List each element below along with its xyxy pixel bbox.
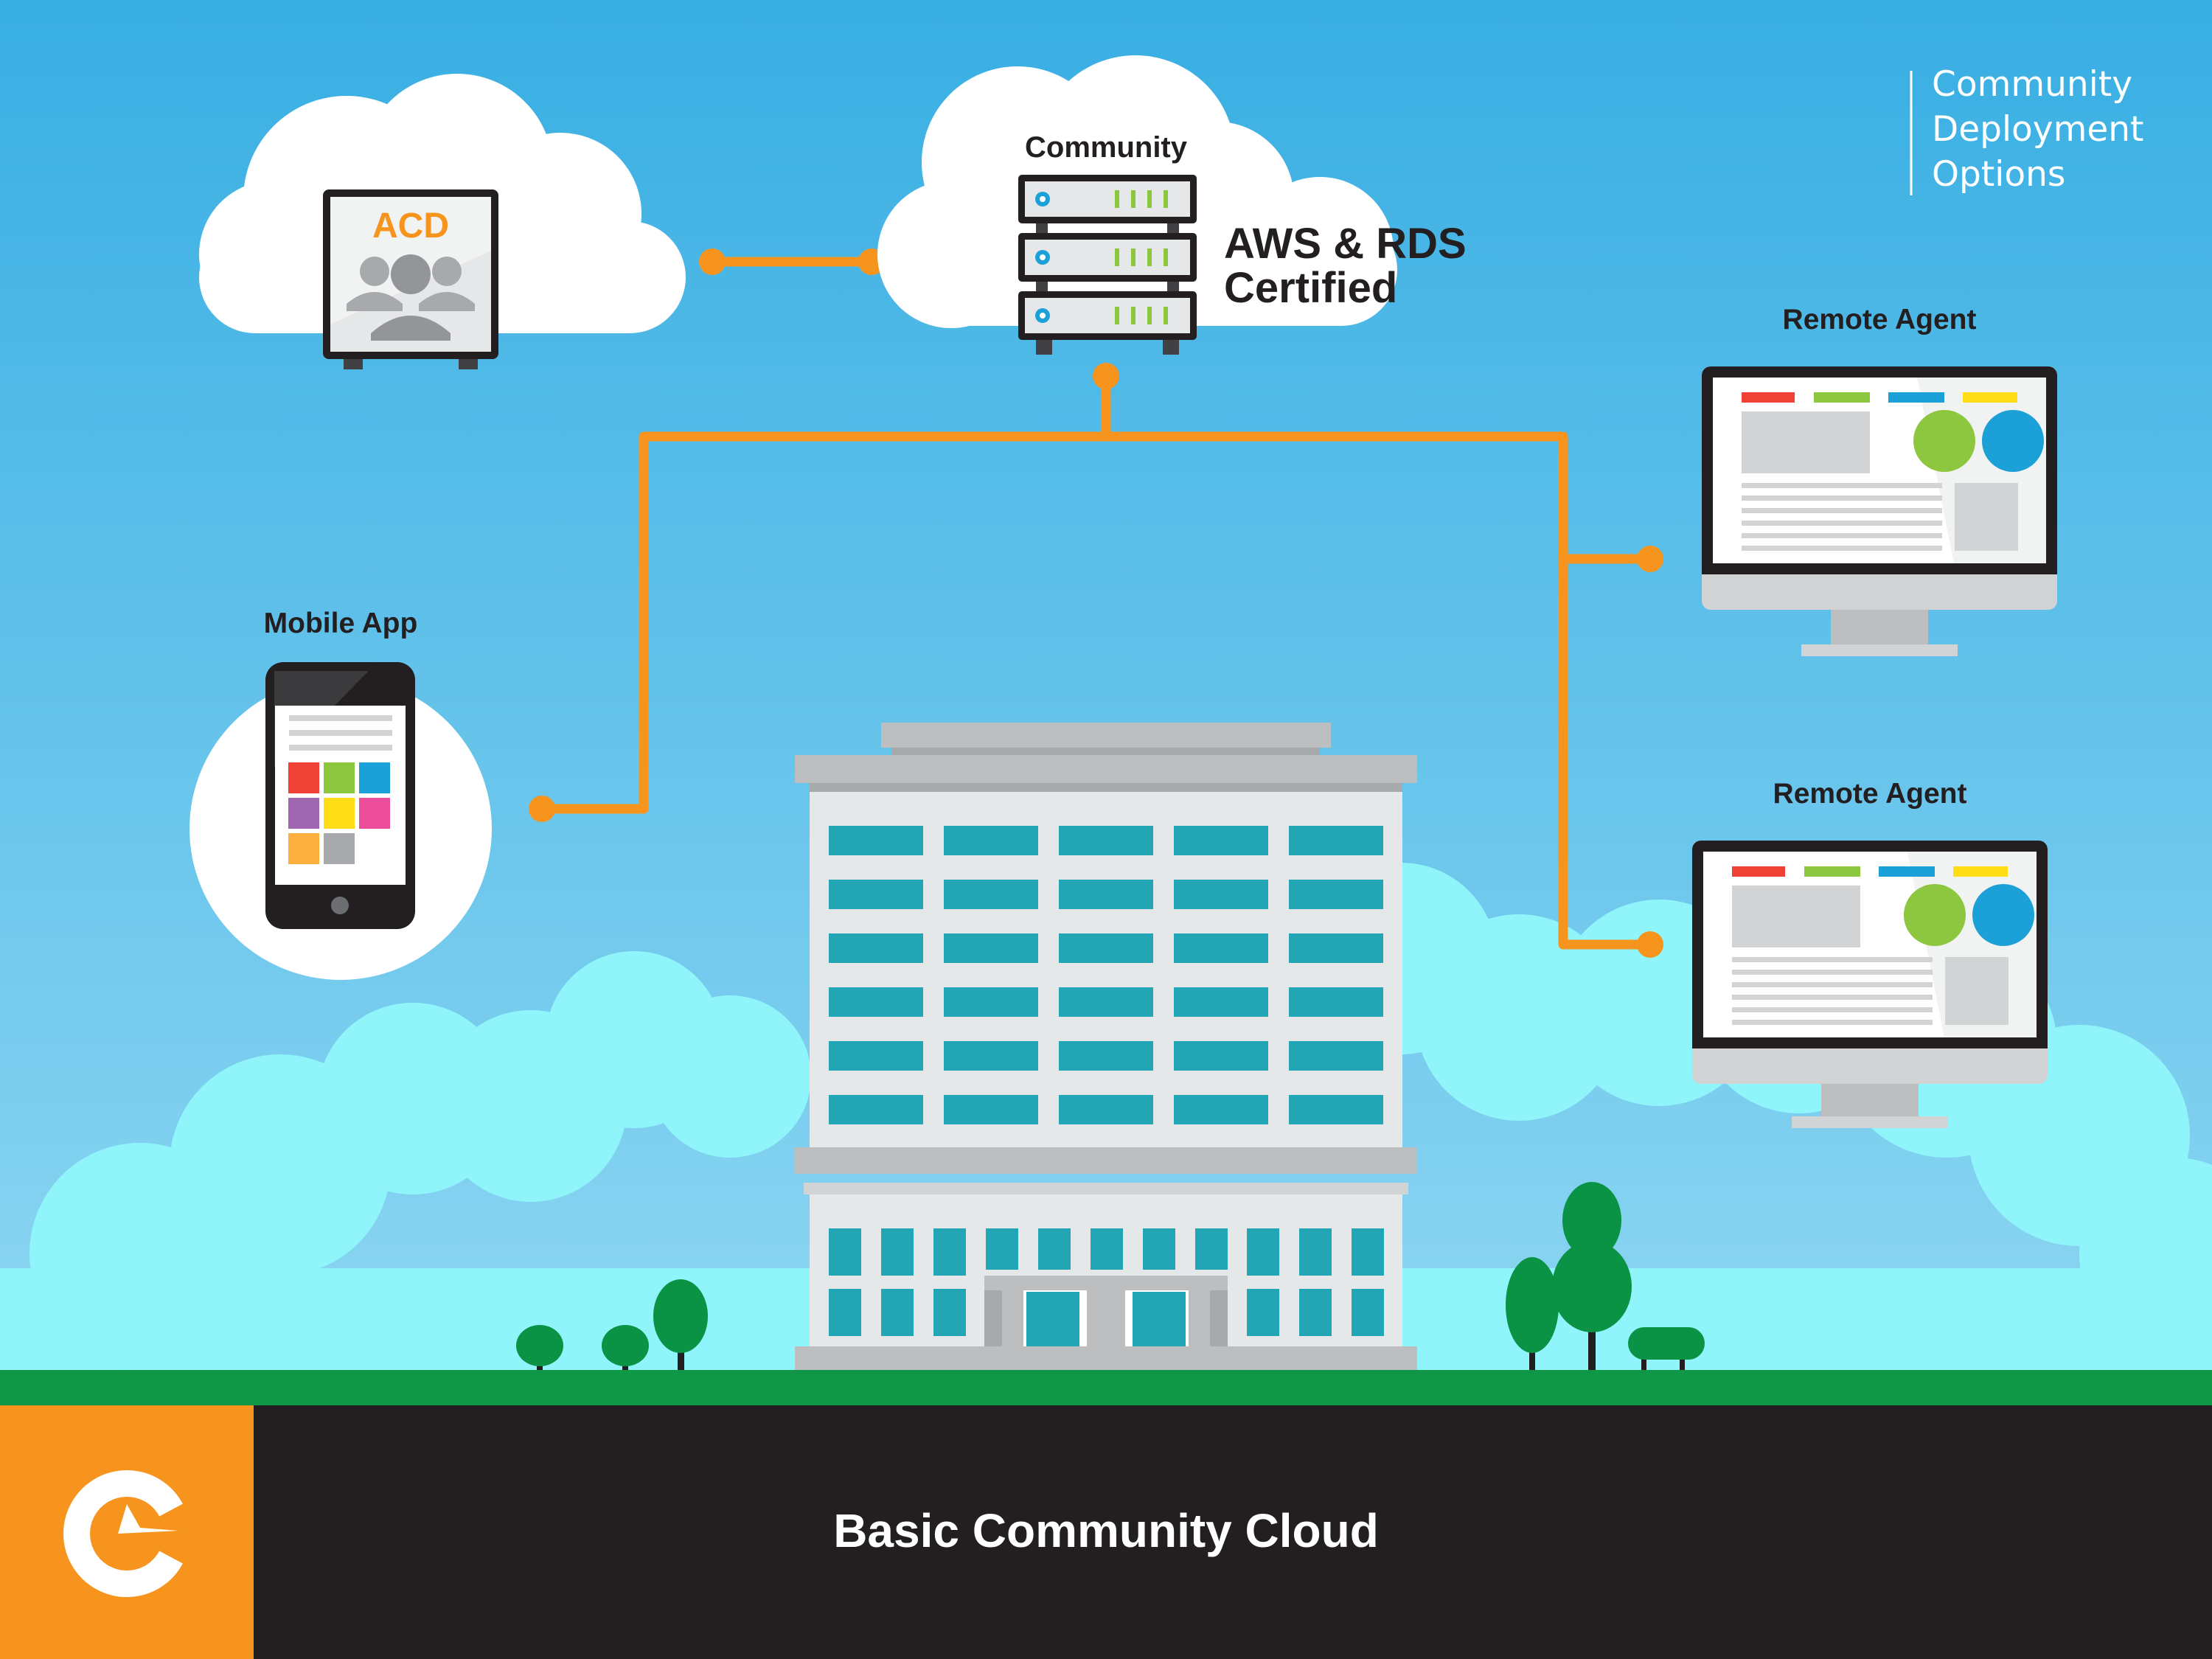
building-window [986,1228,1018,1270]
remote-agent-top-label: Remote Agent [1783,304,1977,335]
building-window [1195,1228,1228,1270]
trees-right [1506,1182,1705,1370]
building-window [1059,880,1153,909]
desktop-monitor-icon [1702,366,2057,656]
server-unit [1018,291,1197,340]
building-window [1289,933,1383,963]
building-window [933,1228,966,1276]
page-title: Community Deployment Options [1932,64,2144,195]
lower-windows [829,1228,1384,1336]
building-window [944,1095,1038,1124]
building-window [1289,987,1383,1017]
footer-title: Basic Community Cloud [833,1504,1379,1557]
building-window [829,1289,861,1336]
mobile-app-label: Mobile App [264,608,418,639]
building-window [1247,1228,1279,1276]
desktop-monitor-icon [1692,841,2048,1128]
building-window [1174,1041,1268,1071]
building-window [829,1228,861,1276]
building-window [1174,880,1268,909]
office-building-icon [795,723,1417,1371]
building-window [933,1289,966,1336]
certification-line-1: AWS & RDS [1224,220,1467,268]
building-window [944,933,1038,963]
building-window [1091,1228,1123,1270]
building-window [1059,987,1153,1017]
building-window [1299,1228,1332,1276]
company-logo-icon [63,1470,183,1597]
people-group-icon [347,254,475,341]
building-window [1289,880,1383,909]
community-label: Community [1025,131,1188,164]
acd-server-box: ACD [323,189,498,369]
smartphone-icon [265,662,415,929]
building-window [829,933,923,963]
building-window [881,1228,914,1276]
connector-to-agents [1106,431,1650,950]
building-window [1174,826,1268,855]
server-rack-icon [1018,175,1197,355]
title-line-1: Community [1932,64,2132,105]
building-window [944,880,1038,909]
footer-bar [0,1405,2212,1659]
server-unit [1018,233,1197,282]
grass-strip [0,1370,2212,1405]
building-window [1289,1041,1383,1071]
building-window [829,880,923,909]
building-window [1289,826,1383,855]
building-window [881,1289,914,1336]
title-line-3: Options [1932,154,2065,195]
acd-label: ACD [372,206,449,246]
building-window [1143,1228,1175,1270]
building-window [829,1095,923,1124]
connector-to-mobile [542,431,1106,814]
building-window [1174,1095,1268,1124]
building-window [1247,1289,1279,1336]
building-window [944,987,1038,1017]
building-window [829,826,923,855]
building-window [1174,933,1268,963]
building-window [1059,1041,1153,1071]
building-window [1059,933,1153,963]
building-window [1289,1095,1383,1124]
title-line-2: Deployment [1932,109,2144,150]
building-window [1299,1289,1332,1336]
building-window [944,1041,1038,1071]
building-window [1059,1095,1153,1124]
server-unit [1018,175,1197,223]
building-window [1059,826,1153,855]
trees-left [516,1279,708,1370]
building-window [829,1041,923,1071]
building-window [1174,987,1268,1017]
building-window [1038,1228,1071,1270]
building-window [1352,1228,1384,1276]
building-window [829,987,923,1017]
building-window [944,826,1038,855]
upper-windows [829,826,1383,1124]
building-window [1352,1289,1384,1336]
connector-endpoints [529,248,1663,958]
remote-agent-bottom-label: Remote Agent [1773,778,1967,810]
app-grid [288,762,390,864]
certification-line-2: Certified [1224,264,1397,312]
